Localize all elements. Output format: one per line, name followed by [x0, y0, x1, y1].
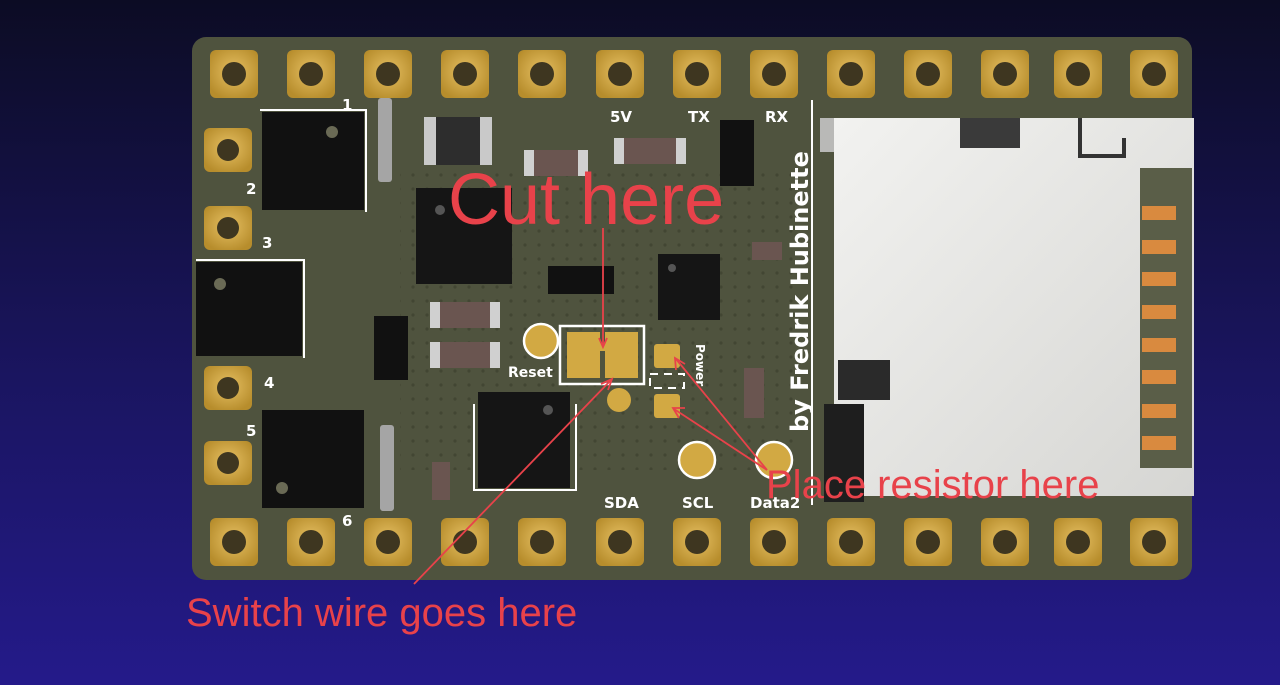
credit-text: by Fredrik Hubinette: [786, 151, 814, 432]
scl-pad: [677, 440, 717, 480]
reset-pad: [522, 322, 560, 360]
label-scl: SCL: [682, 494, 714, 512]
label-reset: Reset: [508, 365, 553, 381]
annotation-switch-wire: Switch wire goes here: [186, 591, 577, 635]
chip-u5: [478, 392, 570, 488]
top-header-pads: [210, 50, 1178, 98]
annotation-arrows: [413, 228, 768, 585]
pad-label-6: 6: [342, 512, 352, 530]
label-data2: Data2: [750, 494, 800, 512]
resistor-pad-bottom: [654, 394, 680, 418]
label-rx: RX: [765, 108, 789, 126]
bottom-header-pads: [210, 518, 1178, 566]
annotation-cut-here: Cut here: [448, 160, 724, 240]
pad-label-4: 4: [264, 374, 274, 392]
label-power: Power: [693, 344, 707, 386]
label-5v: 5V: [610, 108, 632, 126]
resistor-pad-top: [654, 344, 680, 368]
sd-card-slot: [834, 118, 1194, 496]
pad-label-1: 1: [342, 96, 352, 114]
pad-label-3: 3: [262, 234, 272, 252]
left-side-pads: [204, 128, 252, 485]
pad-label-2: 2: [246, 180, 256, 198]
chip-u1: [262, 112, 364, 210]
pad-label-5: 5: [246, 422, 256, 440]
chip-u3: [262, 410, 364, 508]
chip-u4: [416, 188, 512, 284]
annotation-place-resistor: Place resistor here: [766, 463, 1099, 507]
switch-pad: [607, 388, 631, 412]
label-sda: SDA: [604, 494, 639, 512]
label-tx: TX: [688, 108, 710, 126]
